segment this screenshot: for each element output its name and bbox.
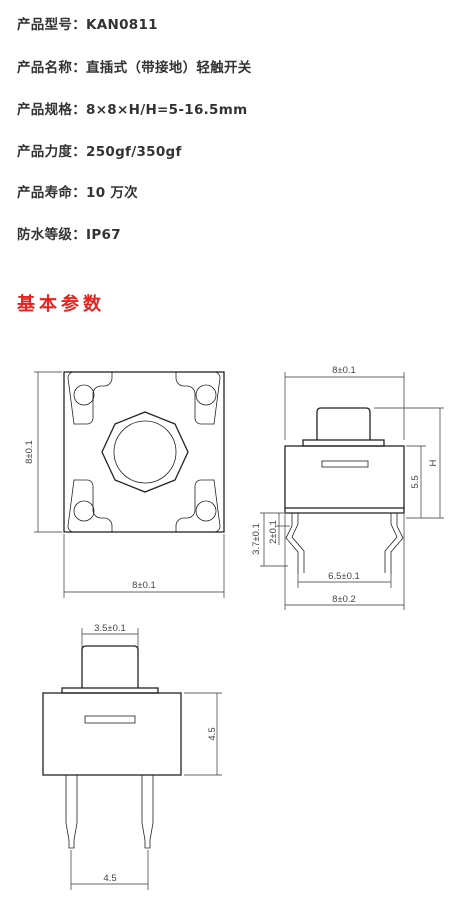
- spec-row-force: 产品力度：250gf/350gf: [17, 140, 182, 160]
- dim-side-bottom-width: 8±0.2: [332, 594, 356, 605]
- dim-top-height: 8±0.1: [24, 440, 35, 464]
- section-title: 基本参数: [17, 294, 105, 315]
- spec-row-model: 产品型号：KAN0811: [17, 13, 158, 33]
- mount-hole: [195, 384, 217, 406]
- spec-value: KAN0811: [86, 17, 158, 33]
- spec-label: 产品寿命：: [17, 185, 86, 201]
- dim-side-body: 5.5: [410, 475, 421, 488]
- front-view: 3.5±0.1 4.5 4.5: [42, 623, 222, 890]
- mount-hole: [73, 500, 95, 522]
- mount-hole: [73, 384, 95, 406]
- spec-value: 8×8×H/H=5-16.5mm: [86, 102, 248, 118]
- spec-label: 产品力度：: [17, 144, 86, 160]
- dim-side-pin-2: 2±0.1: [268, 520, 279, 544]
- spec-row-size: 产品规格：8×8×H/H=5-16.5mm: [17, 98, 248, 118]
- side-body: [284, 445, 405, 509]
- spec-value: 10 万次: [86, 185, 138, 201]
- spec-label: 产品型号：: [17, 17, 86, 33]
- spec-value: 250gf/350gf: [86, 144, 182, 160]
- actuator-outer: [101, 411, 189, 493]
- top-body: [63, 371, 225, 533]
- dim-side-pin-37: 3.7±0.1: [251, 523, 262, 555]
- dim-front-cap: 3.5±0.1: [94, 623, 126, 634]
- side-view: 8±0.1 H 5.5 3.7±0.1 2±0.1 6.5±0.1: [251, 365, 444, 610]
- mount-hole: [195, 500, 217, 522]
- spec-label: 产品名称：: [17, 60, 86, 76]
- dim-top-width: 8±0.1: [132, 580, 156, 591]
- dim-front-height: 4.5: [207, 727, 218, 740]
- spec-row-ip: 防水等级：IP67: [17, 223, 121, 243]
- spec-value: 直插式（带接地）轻触开关: [86, 60, 252, 76]
- spec-value: IP67: [86, 227, 121, 243]
- spec-row-name: 产品名称：直插式（带接地）轻触开关: [17, 56, 252, 76]
- spec-label: 产品规格：: [17, 102, 86, 118]
- dim-side-top-width: 8±0.1: [332, 365, 356, 376]
- top-view: 8±0.1 8±0.1: [24, 371, 225, 598]
- front-body: [42, 692, 182, 776]
- dim-front-pitch: 4.5: [103, 873, 116, 884]
- actuator-cap: [113, 420, 177, 484]
- dim-side-pitch: 6.5±0.1: [328, 571, 360, 582]
- dim-side-h: H: [428, 459, 439, 466]
- spec-label: 防水等级：: [17, 227, 86, 243]
- spec-row-life: 产品寿命：10 万次: [17, 181, 138, 201]
